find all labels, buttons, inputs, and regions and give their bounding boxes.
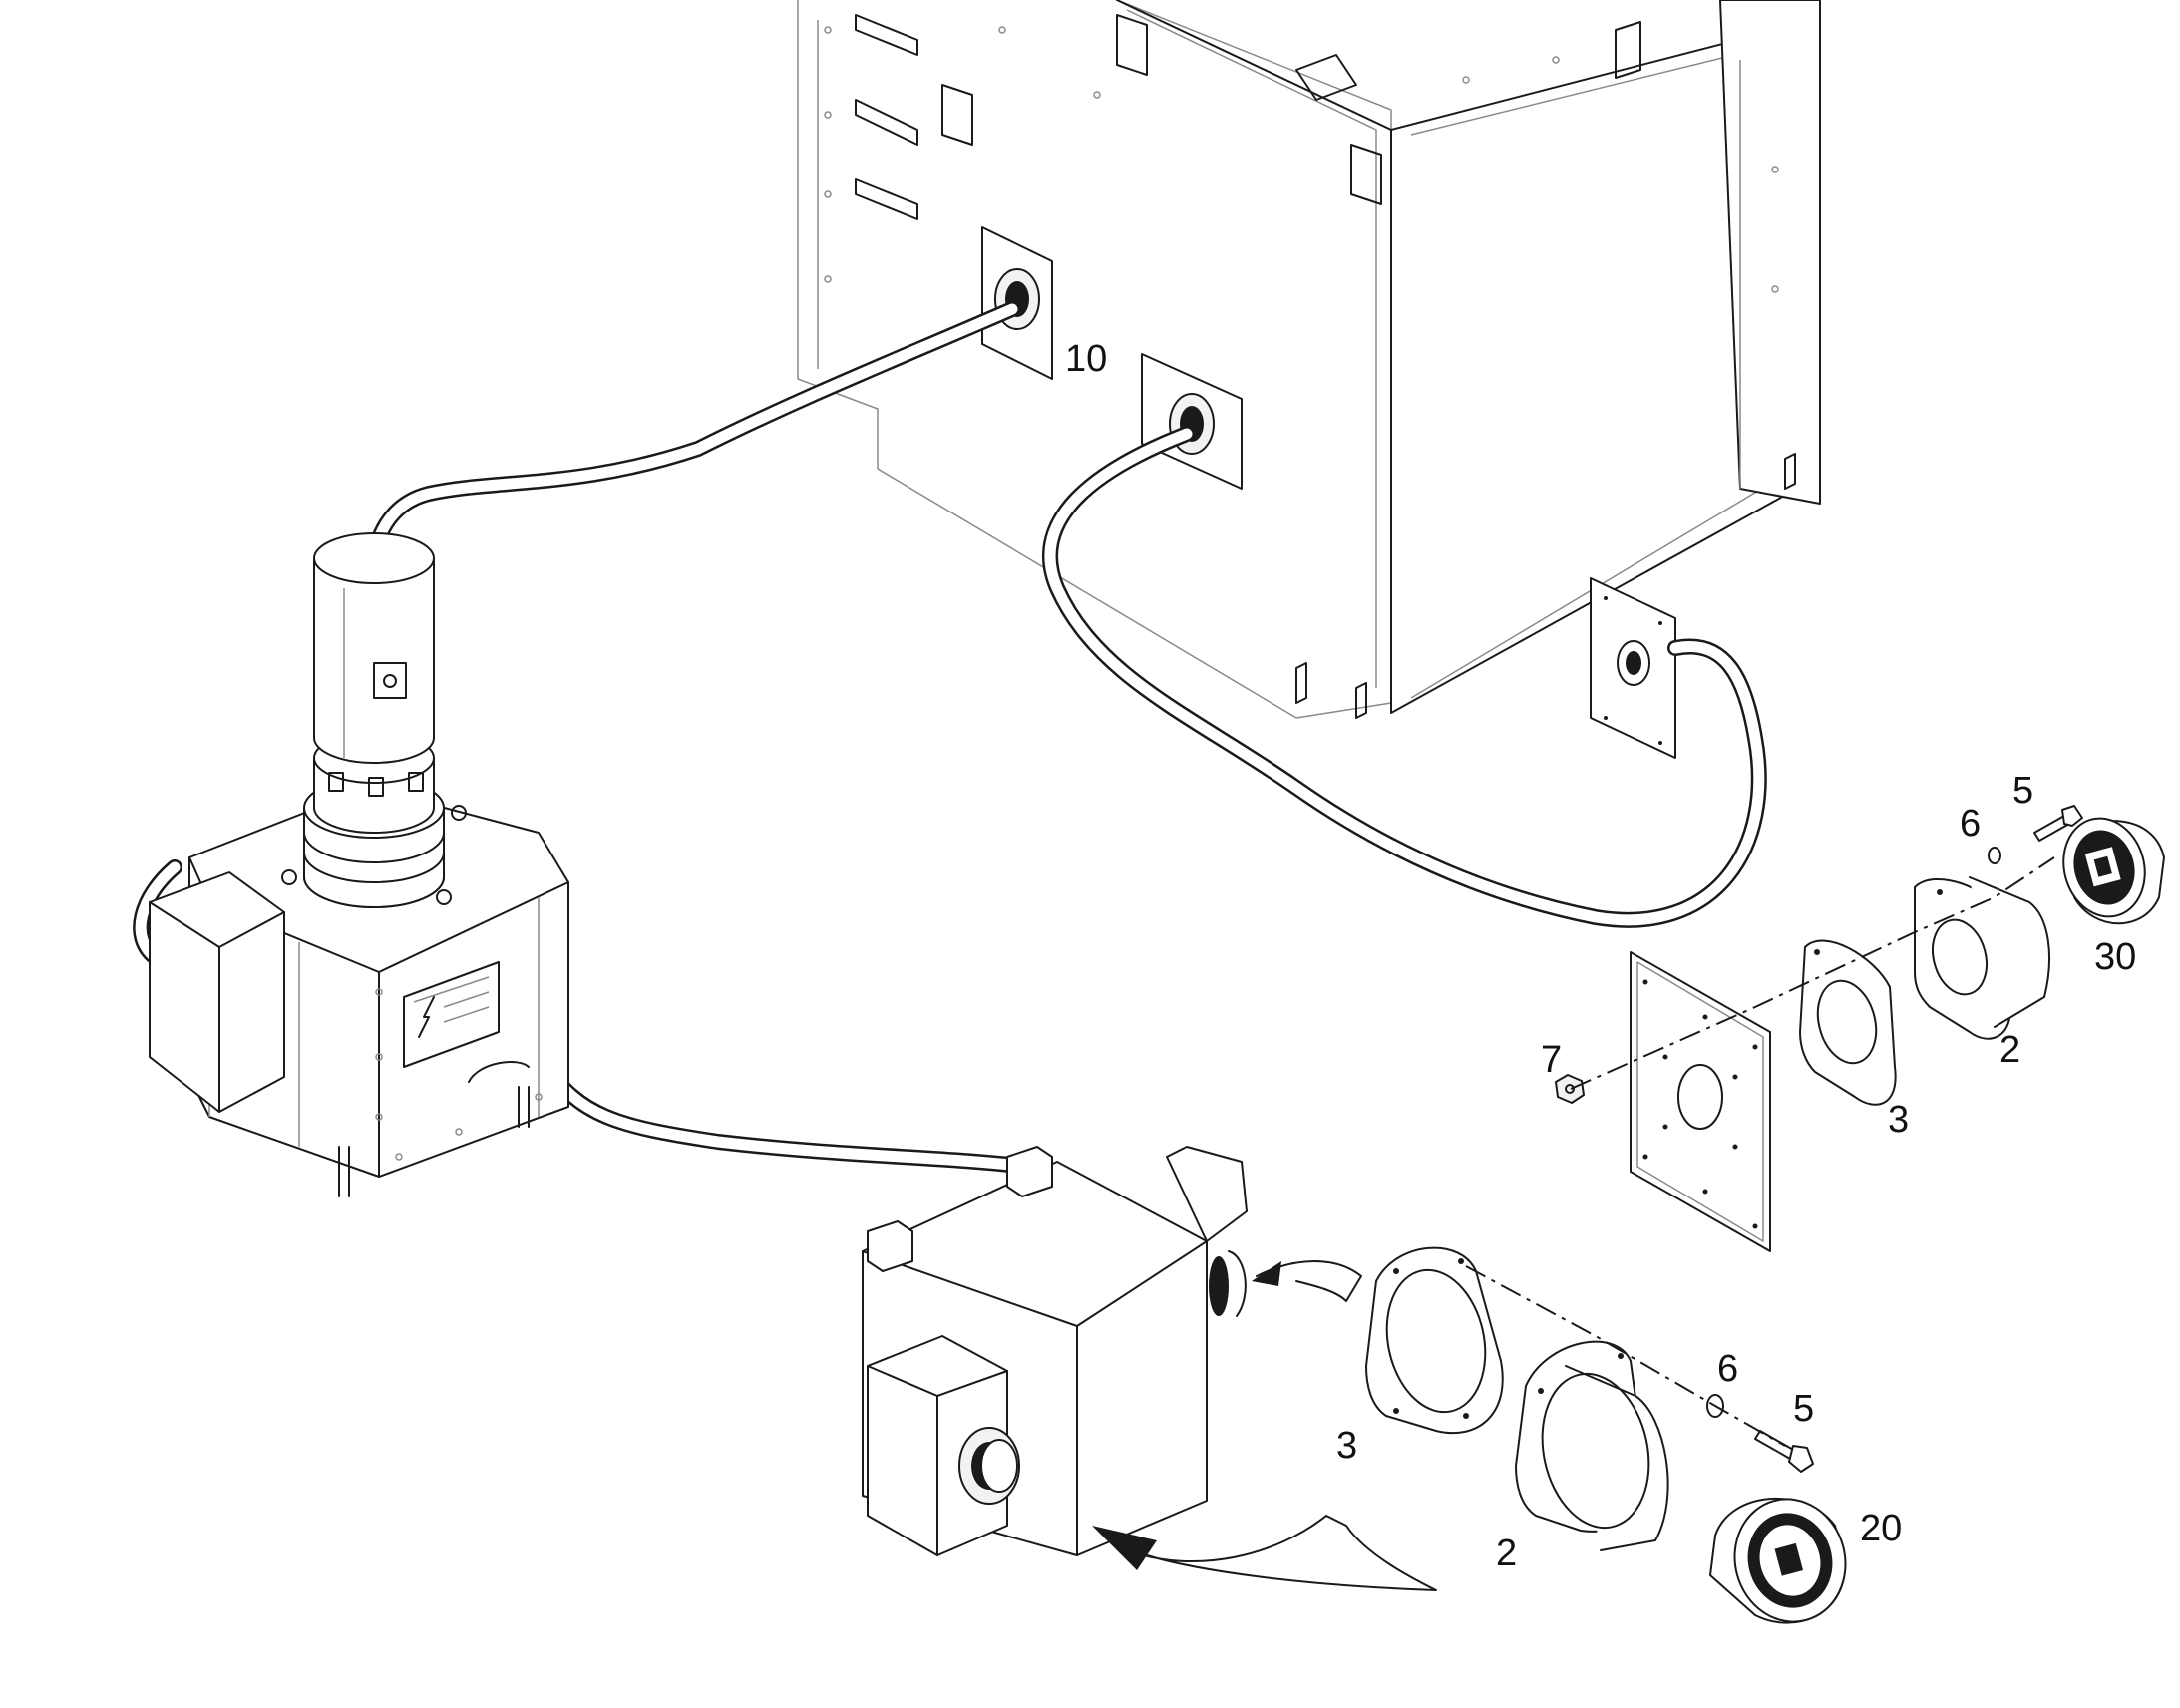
callout-30: 30 [2094, 936, 2136, 978]
callout-2-upper: 2 [1999, 1029, 2020, 1071]
callout-5-lower: 5 [1793, 1388, 1814, 1430]
arrow-head-lower [1092, 1526, 1157, 1570]
gasket-3-upper [1799, 939, 1897, 1106]
mounting-plate [1630, 951, 1771, 1252]
callout-6-lower: 6 [1717, 1348, 1738, 1390]
flange-adapter-2-lower [1515, 1340, 1669, 1551]
lower-junction-box [862, 1146, 1248, 1556]
callout-3-lower: 3 [1336, 1425, 1357, 1467]
upper-exploded-parts [1555, 805, 2165, 1252]
bolt-5-lower [1754, 1430, 1814, 1473]
callout-10: 10 [1065, 338, 1107, 380]
arrow-head-upper [1252, 1261, 1281, 1286]
nut-7 [1555, 1074, 1585, 1104]
callout-6-upper: 6 [1960, 803, 1981, 845]
bolt-5-upper [2033, 805, 2083, 842]
main-cabinet [797, 0, 1821, 759]
callout-20: 20 [1860, 1508, 1902, 1549]
callout-2-lower: 2 [1496, 1533, 1517, 1574]
cabinet-port-plate-3 [1590, 577, 1676, 759]
callout-labels: 10 5 6 30 2 7 3 6 5 3 20 2 [1065, 338, 2136, 1574]
callout-5-upper: 5 [2012, 770, 2033, 812]
connector-30 [2062, 817, 2165, 925]
high-voltage-label [403, 961, 500, 1068]
pump-assembly [149, 532, 569, 1197]
cabinet-port-plate-2 [1141, 353, 1243, 490]
callout-7: 7 [1541, 1039, 1562, 1081]
flange-adapter-2-upper [1914, 876, 2050, 1040]
callout-3-upper: 3 [1888, 1099, 1909, 1141]
assembly-arrows [1092, 1260, 1437, 1591]
washer-6-lower [1706, 1394, 1724, 1418]
gasket-3-lower [1365, 1246, 1504, 1435]
lower-exploded-parts [1365, 1246, 1847, 1624]
washer-6-upper [1988, 847, 2001, 864]
cables [133, 301, 1767, 1175]
connector-20 [1709, 1497, 1847, 1624]
